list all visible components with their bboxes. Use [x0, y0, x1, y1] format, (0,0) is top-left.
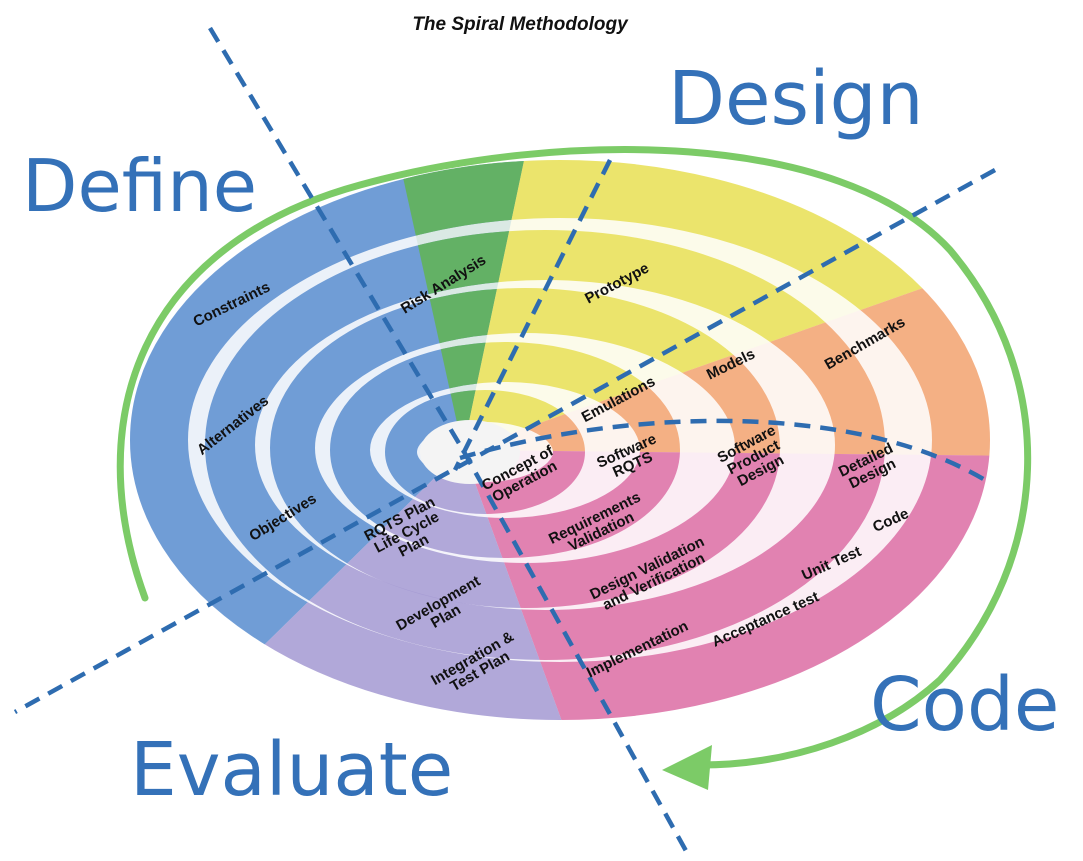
spiral-center	[420, 420, 520, 484]
phase-define: Define	[22, 144, 258, 228]
sector-code-band-1	[463, 450, 990, 720]
sector-code-band-3	[463, 450, 780, 608]
sector-code-band-4	[463, 450, 680, 558]
axis-line-ne	[452, 158, 613, 472]
outer-cycle-arrow	[116, 146, 1032, 769]
page-title: The Spiral Methodology	[412, 14, 628, 35]
phase-evaluate: Evaluate	[130, 727, 454, 813]
phase-code: Code	[870, 662, 1060, 748]
outer-cycle-arrowhead	[662, 745, 712, 790]
sector-code	[463, 450, 990, 720]
axis-line-diag	[13, 168, 997, 714]
axis-line-nw	[208, 26, 465, 452]
sector-code-band-5	[463, 450, 585, 514]
sector-code-band-2	[463, 450, 885, 660]
axis-lines	[13, 26, 997, 860]
phase-design: Design	[668, 56, 924, 142]
sector-design-band-4	[463, 342, 680, 450]
axis-line-arc	[459, 418, 987, 482]
